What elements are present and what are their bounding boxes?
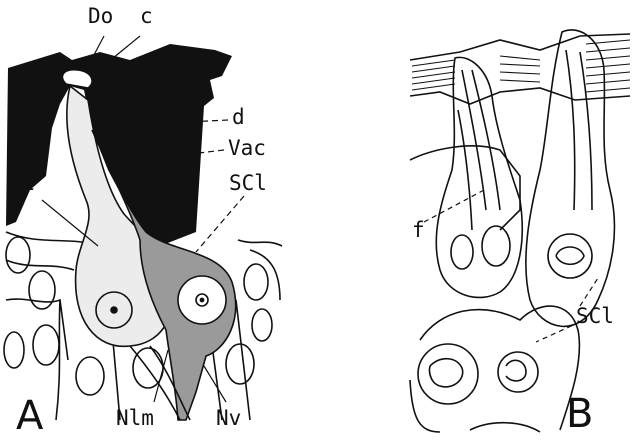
- panel-letter-a: A: [16, 396, 43, 436]
- label-nlm: Nlm: [116, 408, 154, 429]
- panel-b-drawing: [410, 30, 630, 432]
- label-do: Do: [88, 6, 113, 27]
- label-scl-a: SCl: [229, 173, 267, 194]
- left-sensillum: [436, 57, 522, 297]
- label-nv: Nv: [216, 408, 241, 429]
- panel-letter-b: B: [566, 394, 593, 434]
- label-vac: Vac: [228, 138, 266, 159]
- label-c: c: [140, 6, 153, 27]
- label-cl: Cl: [10, 173, 35, 194]
- label-scl-b: SCl: [576, 306, 614, 327]
- label-d: d: [232, 107, 245, 128]
- label-f: f: [412, 220, 425, 241]
- panel-a-drawing: [4, 36, 282, 420]
